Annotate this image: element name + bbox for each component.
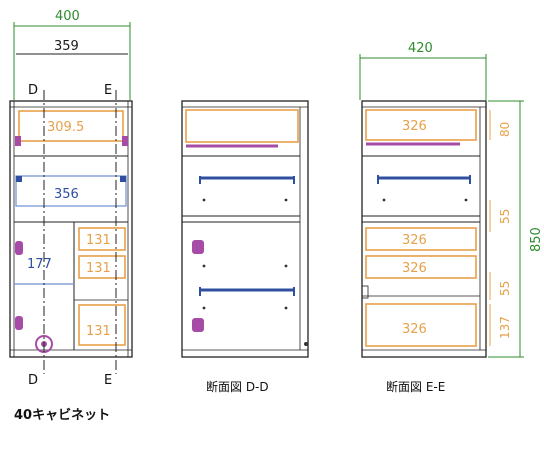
dim-177-label: 177: [27, 257, 52, 272]
ee-dot-2: [464, 198, 468, 202]
dim-131a-label: 131: [86, 233, 111, 248]
top-drawer: [18, 110, 124, 142]
dd-dot-2: [284, 198, 288, 202]
dd-dot-3: [202, 264, 206, 268]
marker-d-top: D: [28, 83, 38, 98]
dd-dot-1: [202, 198, 206, 202]
dim-359-label: 359: [54, 39, 79, 54]
dim-55b-label: 55: [498, 281, 512, 296]
small-drawer-c: [78, 304, 126, 346]
section-dd-view: [181, 100, 309, 358]
dim-326d-label: 326: [402, 322, 427, 337]
dim-80-label: 80: [498, 122, 512, 137]
marker-d-bottom: D: [28, 373, 38, 388]
cabinet-outline: [9, 100, 133, 358]
dim-326b-label: 326: [402, 233, 427, 248]
drawer-runner-right: [122, 136, 128, 146]
ee-drawer-d: [365, 303, 477, 347]
marker-e-top: E: [104, 83, 112, 98]
ee-top-drawer: [365, 109, 477, 141]
shelf-clip-left: [16, 176, 22, 182]
dd-hinge-lower: [192, 318, 204, 332]
dd-hinge-upper: [192, 240, 204, 254]
shelf-356: [15, 175, 127, 207]
hinge-lower: [15, 316, 23, 330]
marker-e-bottom: E: [104, 373, 112, 388]
small-drawer-b: [78, 255, 126, 279]
dim-131c-label: 131: [86, 324, 111, 339]
dim-55a-label: 55: [498, 209, 512, 224]
caption-section-ee: 断面図 E-E: [386, 380, 446, 394]
ee-drawer-c: [365, 255, 477, 279]
dim-326a-label: 326: [402, 119, 427, 134]
ee-drawer-b: [365, 227, 477, 251]
dim-356-label: 356: [54, 187, 79, 202]
dd-outline: [181, 100, 309, 358]
caption-section-dd: 断面図 D-D: [206, 380, 269, 394]
dd-dot-6: [284, 306, 288, 310]
dd-dot-4: [284, 264, 288, 268]
dd-top-drawer: [185, 109, 299, 143]
shelf-clip-right: [120, 176, 126, 182]
dim-309-label: 309.5: [47, 120, 84, 135]
dim-400-label: 400: [55, 9, 80, 24]
small-drawer-a: [78, 227, 126, 251]
dim-326c-label: 326: [402, 261, 427, 276]
dd-foot: [304, 342, 308, 346]
drawer-runner-left: [15, 136, 21, 146]
hinge-upper: [15, 241, 23, 255]
drawing-title: 40キャビネット: [14, 408, 111, 423]
dim-850-label: 850: [529, 227, 544, 252]
dd-dot-5: [202, 306, 206, 310]
ee-latch: [361, 285, 369, 299]
front-view: 400 359 309.5 356 177: [9, 9, 133, 388]
ee-dot-1: [382, 198, 386, 202]
section-ee-view: 420 326 326 326 326 80 55 55 137: [359, 41, 544, 358]
dim-137-label: 137: [498, 316, 512, 339]
dim-420-label: 420: [408, 41, 433, 56]
dim-131b-label: 131: [86, 261, 111, 276]
